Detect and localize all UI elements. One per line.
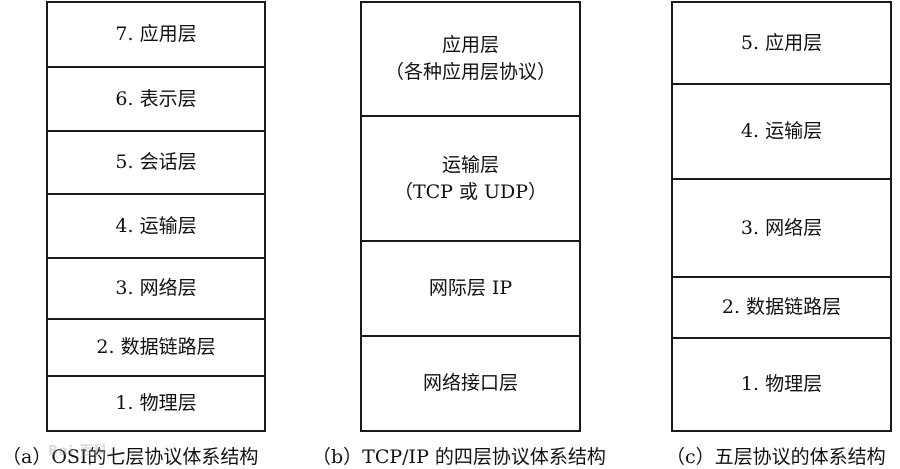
tcpip-layer-internet: 网际层 IP bbox=[362, 242, 579, 337]
tcpip-layer-network-interface: 网络接口层 bbox=[422, 372, 518, 394]
tcpip-layer-transport: 运输层 （TCP 或 UDP） bbox=[362, 117, 579, 242]
osi-layer-2-data-link: 2. 数据链路层 bbox=[48, 320, 264, 377]
osi-layer-5-session: 5. 会话层 bbox=[48, 132, 264, 195]
osi-seven-layer-stack: 7. 应用层 6. 表示层 5. 会话层 4. 运输层 3. 网络层 2. 数据… bbox=[46, 1, 266, 432]
five-layer-3-network: 3. 网络层 bbox=[673, 180, 890, 278]
five-layer-5-application: 5. 应用层 bbox=[673, 3, 890, 85]
osi-layer-6-presentation: 6. 表示层 bbox=[48, 68, 264, 132]
five-layer-1-physical: 1. 物理层 bbox=[740, 373, 823, 395]
five-layer-2-data-link: 2. 数据链路层 bbox=[673, 278, 890, 339]
tcpip-caption: （b）TCP/IP 的四层协议体系结构 bbox=[312, 446, 606, 468]
five-layer-4-transport: 4. 运输层 bbox=[673, 85, 890, 180]
tcpip-four-layer-stack: 应用层 （各种应用层协议） 运输层 （TCP 或 UDP） 网际层 IP 网络接… bbox=[360, 1, 581, 432]
tcpip-layer-application: 应用层 （各种应用层协议） bbox=[362, 3, 579, 117]
osi-layer-7-application: 7. 应用层 bbox=[48, 3, 264, 68]
osi-caption: （a）OSI的七层协议体系结构 bbox=[2, 446, 259, 468]
five-layer-caption: （c）五层协议的体系结构 bbox=[666, 446, 886, 468]
osi-layer-4-transport: 4. 运输层 bbox=[48, 195, 264, 259]
five-layer-stack: 5. 应用层 4. 运输层 3. 网络层 2. 数据链路层 1. 物理层 bbox=[671, 1, 892, 432]
osi-layer-1-physical: 1. 物理层 bbox=[115, 392, 197, 414]
osi-layer-3-network: 3. 网络层 bbox=[48, 259, 264, 320]
